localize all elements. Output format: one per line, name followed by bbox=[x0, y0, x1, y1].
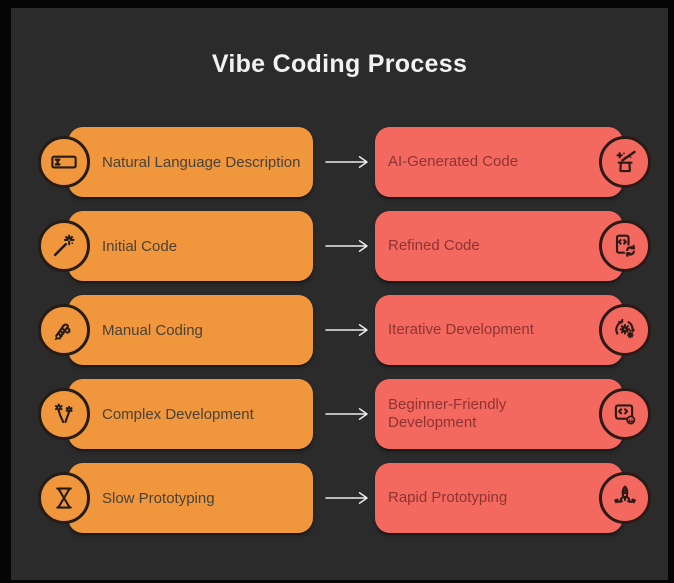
process-row: Manual Coding Iterative Development bbox=[11, 295, 668, 365]
icon-badge bbox=[38, 388, 90, 440]
step-label: Refined Code bbox=[388, 237, 480, 254]
icon-badge bbox=[599, 136, 651, 188]
icon-badge bbox=[38, 304, 90, 356]
icon-badge bbox=[38, 220, 90, 272]
step-label: Beginner-Friendly Development bbox=[388, 396, 507, 431]
step-label: Manual Coding bbox=[102, 321, 203, 339]
diagram-background: Vibe Coding Process Natural Language Des… bbox=[11, 8, 668, 580]
step-box-refined-code: Refined Code bbox=[375, 211, 651, 281]
step-label: Complex Development bbox=[102, 405, 254, 423]
step-label: Iterative Development bbox=[388, 321, 534, 338]
code-refresh-icon bbox=[615, 234, 637, 257]
icon-badge bbox=[599, 388, 651, 440]
icon-badge bbox=[599, 220, 651, 272]
step-box-iterative-development: Iterative Development bbox=[375, 295, 651, 365]
right-arrow-icon bbox=[324, 238, 370, 254]
icon-badge bbox=[599, 472, 651, 524]
step-label: Rapid Prototyping bbox=[388, 489, 508, 506]
text-input-icon bbox=[51, 155, 77, 169]
icon-badge bbox=[38, 472, 90, 524]
step-box-initial-code: Initial Code bbox=[38, 211, 313, 281]
step-label: Initial Code bbox=[102, 237, 178, 255]
magic-hat-icon bbox=[616, 150, 636, 173]
hand-writing-icon bbox=[54, 323, 71, 341]
step-box-manual-coding: Manual Coding bbox=[38, 295, 313, 365]
step-box-ai-generated-code: AI-Generated Code bbox=[375, 127, 651, 197]
process-row: Slow Prototyping Rapid Prototyping bbox=[11, 463, 668, 533]
step-label: AI-Generated Code bbox=[388, 153, 519, 170]
icon-badge bbox=[38, 136, 90, 188]
step-label: Natural Language Description bbox=[102, 153, 301, 171]
step-box-beginner-friendly: Beginner-Friendly Development bbox=[375, 379, 651, 449]
process-row: Natural Language Description AI-Generate… bbox=[11, 127, 668, 197]
gear-cycle-icon bbox=[615, 318, 635, 339]
magic-wand-icon bbox=[53, 234, 75, 257]
step-box-natural-language: Natural Language Description bbox=[38, 127, 313, 197]
right-arrow-icon bbox=[324, 490, 370, 506]
process-row: Complex Development Beginner-Friendly De… bbox=[11, 379, 668, 449]
step-label: Slow Prototyping bbox=[102, 489, 215, 507]
rocket-launch-icon bbox=[614, 485, 636, 504]
right-arrow-icon bbox=[324, 406, 370, 422]
right-arrow-icon bbox=[324, 322, 370, 338]
step-box-slow-prototyping: Slow Prototyping bbox=[38, 463, 313, 533]
hourglass-icon bbox=[56, 487, 72, 509]
step-box-rapid-prototyping: Rapid Prototyping bbox=[375, 463, 651, 533]
flowers-icon bbox=[54, 403, 73, 424]
process-row: Initial Code Refined Code bbox=[11, 211, 668, 281]
diagram-title: Vibe Coding Process bbox=[211, 50, 468, 78]
step-box-complex-development: Complex Development bbox=[38, 379, 313, 449]
icon-badge bbox=[599, 304, 651, 356]
right-arrow-icon bbox=[324, 154, 370, 170]
code-smiley-icon bbox=[614, 404, 636, 425]
